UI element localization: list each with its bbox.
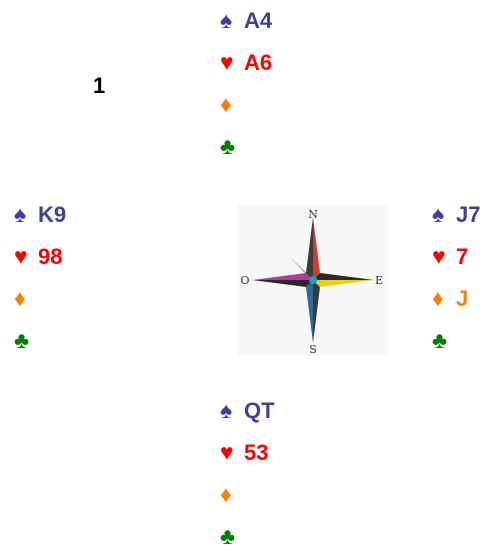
west-diamonds-row: ♦ <box>14 277 66 319</box>
north-diamonds-row: ♦ <box>220 83 272 125</box>
west-spades-row: ♠ K9 <box>14 193 66 235</box>
diamond-icon: ♦ <box>220 91 232 117</box>
east-spades-row: ♠ J7 <box>432 193 480 235</box>
west-hearts-row: ♥ 98 <box>14 235 66 277</box>
north-hand: ♠ A4 ♥ A6 ♦ ♣ <box>220 0 272 167</box>
west-clubs-row: ♣ <box>14 319 66 361</box>
south-hearts-row: ♥ 53 <box>220 431 275 473</box>
south-diamonds-row: ♦ <box>220 473 275 515</box>
north-hearts-row: ♥ A6 <box>220 41 272 83</box>
west-spades-cards: K9 <box>38 202 67 227</box>
east-spades-cards: J7 <box>456 202 481 227</box>
spade-icon: ♠ <box>220 7 233 33</box>
compass-rose-icon: N S E O <box>238 205 388 355</box>
east-diamonds-row: ♦J <box>432 277 480 319</box>
compass-south-label: S <box>309 343 317 355</box>
diamond-icon: ♦ <box>432 285 444 311</box>
club-icon: ♣ <box>432 327 448 353</box>
board-number: 1 <box>93 73 106 98</box>
east-hand: ♠J7 ♥7 ♦J ♣ <box>432 193 480 361</box>
east-hearts-cards: 7 <box>456 244 469 269</box>
club-icon: ♣ <box>14 327 30 353</box>
east-diamonds-cards: J <box>456 286 469 311</box>
north-clubs-row: ♣ <box>220 125 272 167</box>
west-hearts-cards: 98 <box>38 244 63 269</box>
club-icon: ♣ <box>220 523 236 549</box>
north-hearts-cards: A6 <box>244 50 273 75</box>
compass-west-label: O <box>240 274 249 287</box>
spade-icon: ♠ <box>432 201 445 227</box>
south-spades-cards: QT <box>244 398 275 423</box>
north-spades-cards: A4 <box>244 8 273 33</box>
east-hearts-row: ♥7 <box>432 235 480 277</box>
south-clubs-row: ♣ <box>220 515 275 557</box>
heart-icon: ♥ <box>432 243 446 269</box>
heart-icon: ♥ <box>220 49 234 75</box>
south-hand: ♠ QT ♥ 53 ♦ ♣ <box>220 389 275 557</box>
compass-north-label: N <box>308 208 318 221</box>
heart-icon: ♥ <box>14 243 28 269</box>
diamond-icon: ♦ <box>14 285 26 311</box>
north-spades-row: ♠ A4 <box>220 0 272 41</box>
diamond-icon: ♦ <box>220 481 232 507</box>
west-hand: ♠ K9 ♥ 98 ♦ ♣ <box>14 193 66 361</box>
club-icon: ♣ <box>220 133 236 159</box>
heart-icon: ♥ <box>220 439 234 465</box>
south-hearts-cards: 53 <box>244 440 269 465</box>
compass-east-label: E <box>375 274 383 287</box>
east-clubs-row: ♣ <box>432 319 480 361</box>
spade-icon: ♠ <box>14 201 27 227</box>
south-spades-row: ♠ QT <box>220 389 275 431</box>
spade-icon: ♠ <box>220 397 233 423</box>
